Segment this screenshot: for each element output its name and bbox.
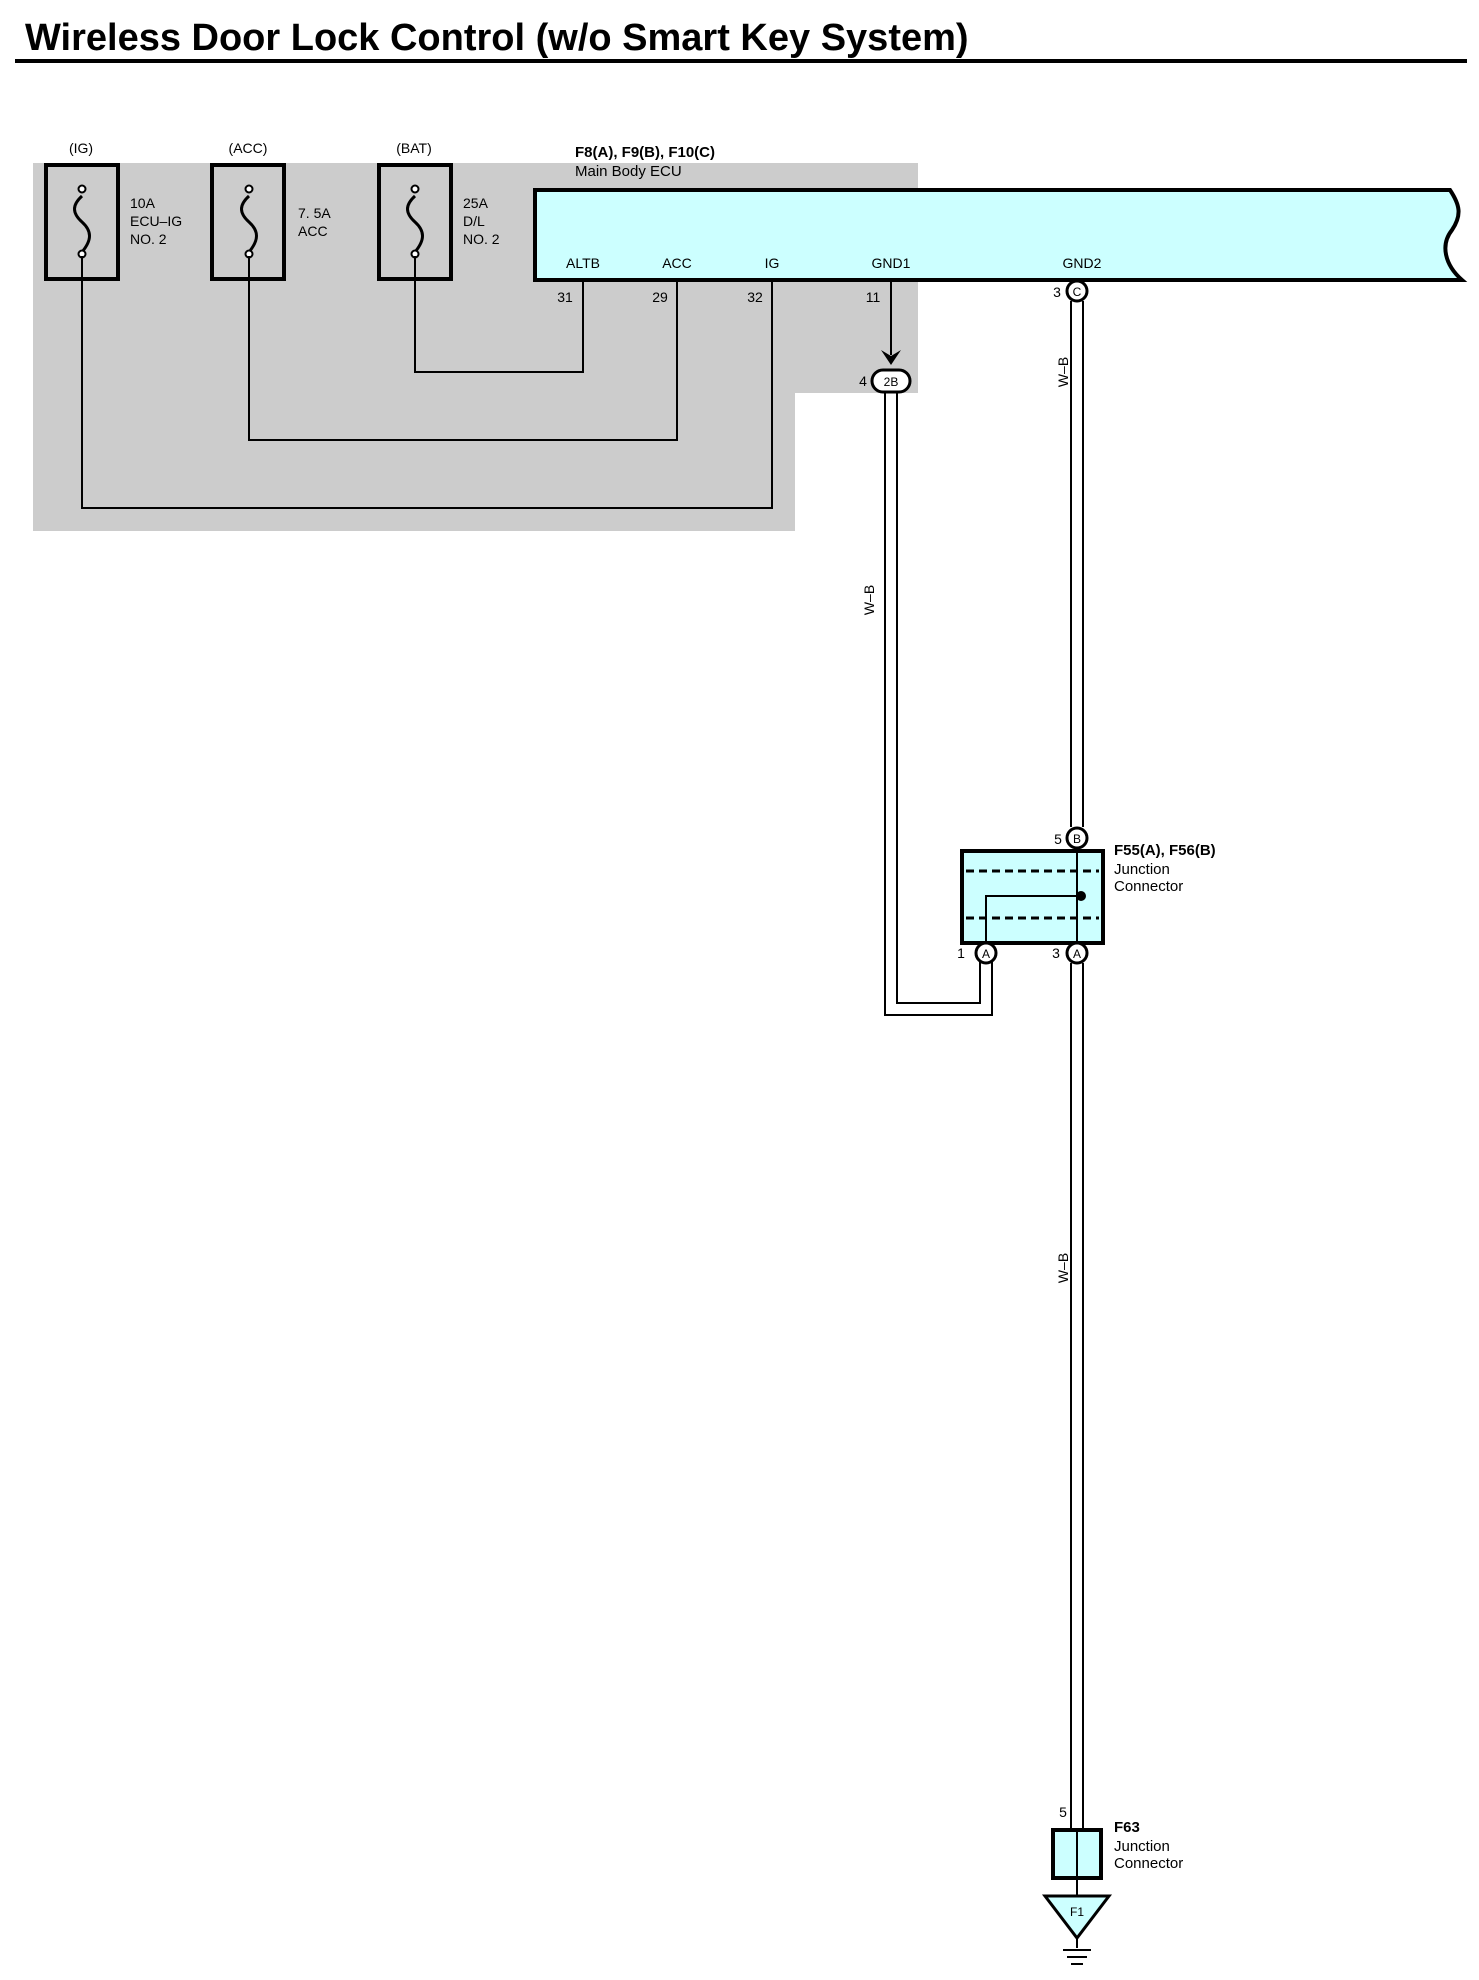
junction-connector-f55: F55(A), F56(B) Junction Connector 5 B 1 …	[957, 826, 1216, 965]
fuse-name: D/L	[463, 213, 485, 229]
ecu-pin-number: 32	[747, 289, 763, 305]
connector-a-circle	[974, 941, 998, 965]
ecu-connector-codes: F8(A), F9(B), F10(C)	[575, 144, 715, 161]
ecu-terminal-name: ACC	[662, 255, 692, 271]
fuse-rating: 7. 5A	[298, 205, 331, 221]
fuse-element-icon	[406, 194, 424, 253]
connector-c-circle	[1065, 279, 1089, 303]
connector-c-label: C	[1073, 285, 1082, 299]
wire-acc-acc	[248, 256, 678, 441]
ground-code: F1	[1070, 1905, 1084, 1919]
fuse-terminal-icon	[410, 184, 420, 194]
fuse-bat: (BAT) 25A D/L NO. 2	[377, 140, 500, 281]
fuse-terminal-icon	[244, 184, 254, 194]
wire-color-label: W–B	[861, 585, 877, 615]
fuse-element-icon	[73, 194, 91, 253]
inline-connector-code: 2B	[884, 375, 899, 389]
wire-color-label: W–B	[1055, 357, 1071, 387]
fuse-source-label: (ACC)	[229, 140, 268, 156]
junction-internal-link	[985, 895, 1081, 943]
wire-wb-lower	[1070, 963, 1084, 1830]
gnd2-connector-c: C	[1065, 279, 1089, 303]
fuse-terminal-icon	[77, 184, 87, 194]
ecu-pin-number: 3	[1053, 284, 1061, 300]
connector-b-circle	[1065, 826, 1089, 850]
ecu-box	[533, 188, 1468, 282]
fuse-number: NO. 2	[463, 231, 500, 247]
connector-a-circle	[1065, 941, 1089, 965]
f63-code: F63	[1114, 1819, 1140, 1836]
fuse-rating: 25A	[463, 195, 489, 211]
wire-wb-gnd2-upper	[1070, 301, 1084, 827]
connector-b-label: B	[1073, 832, 1081, 846]
page-title: Wireless Door Lock Control (w/o Smart Ke…	[25, 17, 969, 59]
f63-name-line1: Junction	[1114, 1838, 1170, 1855]
f63-pin: 5	[1059, 1804, 1067, 1820]
ecu-terminal-name: ALTB	[566, 255, 600, 271]
junction-bottom-left-pin: 1	[957, 945, 965, 961]
wire-color-label: W–B	[1055, 1253, 1071, 1283]
junction-top-pin: 5	[1054, 831, 1062, 847]
ecu-pin-number: 31	[557, 289, 573, 305]
ecu-pin-number: 29	[652, 289, 668, 305]
fuse-wires	[81, 256, 773, 509]
junction-name-line2: Connector	[1114, 878, 1183, 895]
junction-bottom-right-pin: 3	[1052, 945, 1060, 961]
ecu-terminal-name: GND1	[872, 255, 911, 271]
fuse-name: ACC	[298, 223, 328, 239]
junction-splice-dot	[1076, 891, 1086, 901]
connector-a-label: A	[982, 947, 990, 961]
connector-arrow-icon	[881, 350, 901, 365]
fuse-element-icon	[240, 194, 258, 253]
ecu-name: Main Body ECU	[575, 163, 682, 180]
ground-f1: F1	[1041, 1878, 1113, 1965]
fuse-name: ECU–IG	[130, 213, 182, 229]
junction-connector-codes: F55(A), F56(B)	[1114, 842, 1216, 859]
fuse-source-label: (BAT)	[396, 140, 432, 156]
fuse-acc: (ACC) 7. 5A ACC	[210, 140, 331, 281]
connector-a-label: A	[1073, 947, 1081, 961]
junction-name-line1: Junction	[1114, 861, 1170, 878]
ecu-pin-number: 11	[866, 289, 881, 305]
ecu-terminal-name: GND2	[1063, 255, 1102, 271]
inline-connector-2b: 4 2B	[859, 368, 912, 394]
inline-connector-body	[870, 368, 912, 394]
inline-connector-pin: 4	[859, 373, 867, 389]
main-body-ecu: F8(A), F9(B), F10(C) Main Body ECU ALTB …	[533, 144, 1468, 305]
wire-wb-gnd1	[884, 392, 993, 1016]
wire-bat-altb	[414, 256, 584, 373]
wire-ig-ig	[81, 256, 773, 509]
fuse-rating: 10A	[130, 195, 156, 211]
fuse-source-label: (IG)	[69, 140, 93, 156]
junction-connector-f63: 5 F63 Junction Connector	[1051, 1804, 1183, 1880]
fuse-number: NO. 2	[130, 231, 167, 247]
ecu-terminal-name: IG	[765, 255, 780, 271]
f63-name-line2: Connector	[1114, 1855, 1183, 1872]
ground-triangle-icon	[1041, 1894, 1113, 1941]
